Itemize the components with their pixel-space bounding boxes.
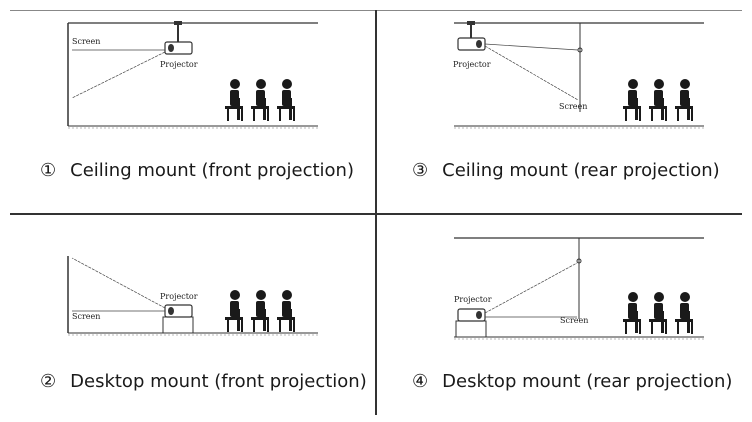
audience-icon	[623, 292, 693, 334]
projector-label: Projector	[160, 292, 198, 301]
panel-ceiling-rear: Projector Screen ③ Ceiling mount (rear pr…	[376, 0, 752, 211]
panel-number: ①	[40, 160, 57, 181]
caption-desktop-front: ② Desktop mount (front projection)	[40, 371, 367, 392]
audience-icon	[225, 79, 295, 121]
audience-icon	[225, 290, 295, 332]
caption-ceiling-front: ① Ceiling mount (front projection)	[40, 160, 354, 181]
audience-icon	[623, 79, 693, 121]
ceiling-rear-diagram: Projector Screen	[453, 21, 704, 129]
projector-label: Projector	[454, 295, 492, 304]
caption-ceiling-rear: ③ Ceiling mount (rear projection)	[412, 160, 720, 181]
panel-number: ④	[412, 371, 429, 392]
ceiling-front-diagram: Screen Projector	[67, 21, 318, 129]
panel-number: ②	[40, 371, 57, 392]
panel-caption: Ceiling mount (rear projection)	[442, 160, 720, 181]
projector-label: Projector	[453, 60, 491, 69]
vertical-divider	[375, 10, 377, 415]
screen-label: Screen	[560, 316, 588, 325]
panel-desktop-rear: Projector Screen ④ Desktop mount (rear pr…	[376, 211, 752, 422]
panel-desktop-front: Projector Screen ② Desktop mount (front p…	[0, 211, 376, 422]
desktop-rear-diagram: Projector Screen	[454, 237, 704, 340]
caption-desktop-rear: ④ Desktop mount (rear projection)	[412, 371, 732, 392]
screen-label: Screen	[72, 312, 100, 321]
screen-label: Screen	[72, 37, 100, 46]
desktop-front-diagram: Projector Screen	[67, 256, 318, 336]
panel-caption: Desktop mount (front projection)	[70, 371, 367, 392]
screen-label: Screen	[559, 102, 587, 111]
panel-caption: Ceiling mount (front projection)	[70, 160, 354, 181]
panel-ceiling-front: Screen Projector ① Ceiling mount (front p…	[0, 0, 376, 211]
panel-caption: Desktop mount (rear projection)	[442, 371, 733, 392]
projector-label: Projector	[160, 60, 198, 69]
panel-number: ③	[412, 160, 429, 181]
